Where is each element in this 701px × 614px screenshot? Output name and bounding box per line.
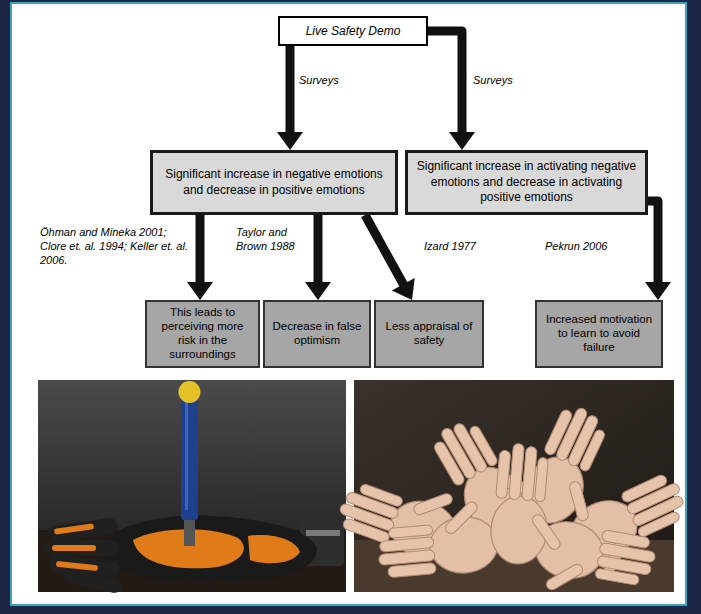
knife-blade [184, 516, 195, 546]
orange-stripe [54, 523, 94, 535]
block-arrow [187, 215, 213, 300]
edge-label: Surveys [299, 74, 369, 88]
orange-stripe [56, 561, 98, 571]
box-text: Decrease in false optimism [270, 320, 364, 348]
effect-box: Decrease in false optimism [263, 300, 371, 368]
orange-patch [248, 535, 300, 563]
edge-label: Surveys [473, 74, 543, 88]
edge-label: Taylor and Brown 1988 [236, 226, 308, 254]
box-text: Increased motivation to learn to avoid f… [542, 313, 656, 354]
glove-palm [98, 515, 317, 582]
block-arrow [428, 31, 475, 150]
glove-photo [38, 380, 346, 594]
result-box: Significant increase in negative emotion… [150, 150, 398, 215]
edge-label: Izard 1977 [424, 240, 504, 254]
effect-box: Less appraisal of safety [374, 300, 484, 368]
arrow-shaft [648, 201, 658, 284]
glove-finger [44, 540, 120, 556]
box-text: This leads to perceiving more risk in th… [152, 306, 253, 361]
knife-highlight [185, 400, 188, 510]
hands-photo [334, 380, 701, 609]
arrow-shaft [196, 215, 205, 284]
edge-label: Pekrun 2006 [545, 240, 635, 254]
knife-pommel [179, 381, 201, 403]
box-text: Live Safety Demo [286, 24, 420, 39]
glove-finger [47, 517, 119, 543]
effect-box: This leads to perceiving more risk in th… [145, 300, 260, 368]
edge-label: Öhman and Mineka 2001; Clore et. al. 199… [40, 226, 190, 267]
arrow-head [187, 282, 213, 300]
box-text: Significant increase in negative emotion… [161, 167, 387, 198]
box-text: Significant increase in activating negat… [416, 159, 637, 206]
glove-finger [61, 568, 123, 594]
arrow-shaft [286, 46, 295, 134]
block-arrow [305, 215, 331, 300]
arrow-head [645, 282, 671, 300]
orange-stripe [52, 545, 96, 551]
prosthetic-hand [374, 498, 500, 581]
cuff-stripe [306, 530, 340, 536]
arrow-head [305, 282, 331, 300]
knife-handle [181, 394, 198, 520]
arrow-head [277, 132, 303, 150]
photo-background [38, 380, 346, 592]
arrow-head [392, 278, 415, 300]
block-arrow [365, 215, 415, 300]
block-arrow [277, 46, 303, 150]
arrow-shaft [428, 31, 462, 134]
prosthetic-hand [488, 442, 571, 568]
arrow-shaft [314, 215, 323, 284]
box-text: Less appraisal of safety [381, 320, 477, 348]
arrow-head [449, 132, 475, 150]
result-box: Significant increase in activating negat… [405, 150, 648, 215]
start-box: Live Safety Demo [278, 16, 428, 46]
arrow-shaft [365, 215, 404, 286]
effect-box: Increased motivation to learn to avoid f… [535, 300, 663, 368]
block-arrow [645, 201, 671, 300]
